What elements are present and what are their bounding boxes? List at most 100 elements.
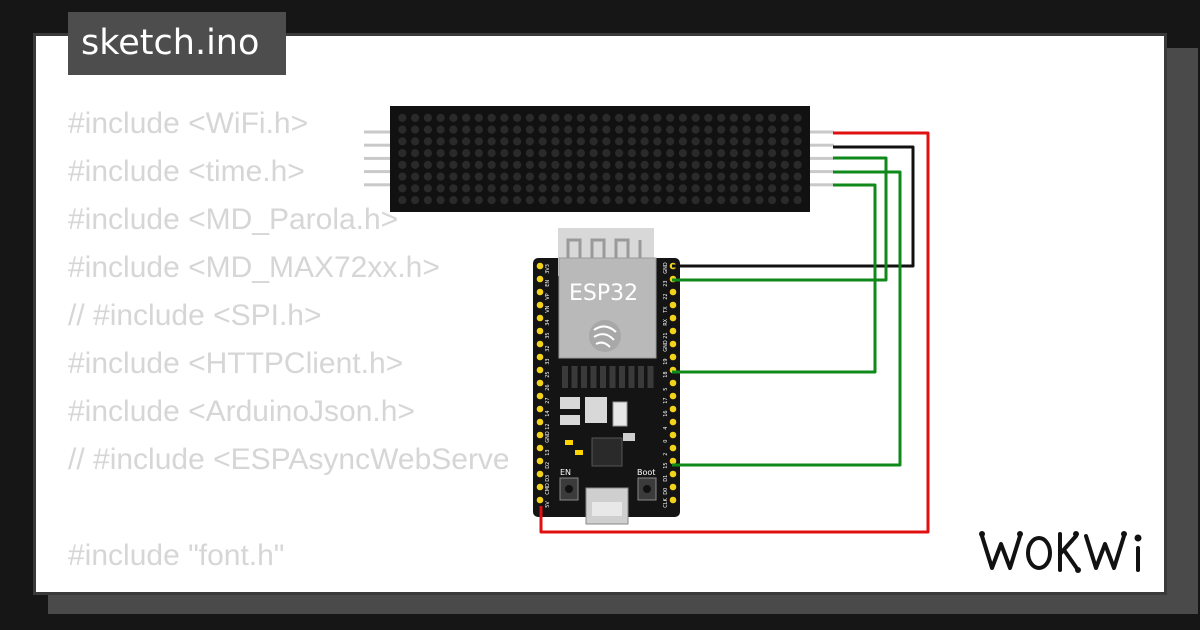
led-dot (474, 149, 483, 158)
matrix-input-pins (364, 130, 390, 187)
led-dot (615, 184, 624, 193)
led-dot (704, 172, 713, 181)
led-dot (704, 196, 713, 205)
pin-label: 2 (663, 453, 669, 456)
header-pin (669, 379, 677, 387)
led-dot (666, 113, 675, 122)
esp32-board[interactable]: ESP32 EN Boot 3V3ENVPVN34353233252627141… (533, 228, 680, 525)
pin-label: D1 (663, 475, 669, 482)
led-dot (755, 196, 764, 205)
led-dot (768, 113, 777, 122)
led-dot (755, 137, 764, 146)
led-dot (678, 184, 687, 193)
led-matrix-module[interactable] (364, 106, 834, 212)
led-dot (602, 137, 611, 146)
led-dot (729, 125, 738, 134)
led-dot (500, 196, 509, 205)
led-dot (793, 149, 802, 158)
header-pin (669, 431, 677, 439)
led-dot (780, 149, 789, 158)
led-dot (653, 184, 662, 193)
led-dot (755, 149, 764, 158)
pin-label: 17 (663, 397, 669, 403)
led-dot (602, 125, 611, 134)
header-pin (669, 288, 677, 296)
led-dot (640, 172, 649, 181)
filename-tab[interactable]: sketch.ino (68, 12, 286, 75)
led-dot (704, 184, 713, 193)
led-dot (678, 149, 687, 158)
led-dot (449, 149, 458, 158)
header-pin (536, 262, 544, 270)
led-dot (653, 113, 662, 122)
header-pin (536, 444, 544, 452)
led-dot (691, 160, 700, 169)
pin-label: 35 (545, 332, 551, 338)
led-dot (640, 125, 649, 134)
pin-label: 0 (663, 440, 669, 443)
boot-label: Boot (637, 468, 655, 477)
led-dot (627, 125, 636, 134)
led-dot (589, 113, 598, 122)
pin-label: EN (545, 280, 551, 287)
led-dot (487, 149, 496, 158)
led-dot (768, 137, 777, 146)
led-dot (602, 184, 611, 193)
led-dot (398, 160, 407, 169)
led-dot (411, 125, 420, 134)
led-dot (576, 172, 585, 181)
led-dot (474, 172, 483, 181)
header-pin (669, 340, 677, 348)
header-pin (536, 353, 544, 361)
code-preview: #include <WiFi.h>#include <time.h>#inclu… (68, 100, 508, 580)
led-dot (793, 184, 802, 193)
led-dot (538, 137, 547, 146)
led-dot (564, 196, 573, 205)
pin-label: 19 (663, 358, 669, 364)
led-dot (462, 172, 471, 181)
pin-label: VN (545, 305, 551, 312)
led-dot (666, 137, 675, 146)
wokwi-logo[interactable] (976, 526, 1151, 576)
pin-label: 22 (663, 293, 669, 299)
led-dot (551, 172, 560, 181)
matrix-pin (364, 183, 390, 187)
led-dot (436, 149, 445, 158)
led-dot (449, 172, 458, 181)
led-dot (423, 125, 432, 134)
led-dot (564, 113, 573, 122)
led-dot (615, 196, 624, 205)
led-dot (717, 160, 726, 169)
led-dot (666, 125, 675, 134)
pin-label: 23 (663, 280, 669, 286)
header-pin (536, 431, 544, 439)
pin-label: 16 (663, 410, 669, 416)
led-dot (398, 137, 407, 146)
led-dot (691, 184, 700, 193)
led-dot (717, 184, 726, 193)
header-pin (669, 314, 677, 322)
led-dot (691, 113, 700, 122)
code-line: #include <ArduinoJson.h> (68, 395, 415, 428)
matrix-pin (810, 143, 834, 147)
pin-label: 21 (663, 332, 669, 338)
header-pin (669, 444, 677, 452)
led-dot (525, 125, 534, 134)
led-dot (602, 113, 611, 122)
led-dot (768, 160, 777, 169)
led-dot (729, 196, 738, 205)
led-dot (653, 196, 662, 205)
led-dot (551, 184, 560, 193)
led-dot (423, 113, 432, 122)
led-dot (525, 113, 534, 122)
led-dot (551, 113, 560, 122)
led-dot (411, 160, 420, 169)
led-dot (691, 137, 700, 146)
pin-label: 26 (545, 384, 551, 390)
led-dot (589, 125, 598, 134)
led-dot (525, 172, 534, 181)
led-dot (525, 137, 534, 146)
header-pin (536, 405, 544, 413)
led-dot (627, 196, 636, 205)
led-dot (742, 113, 751, 122)
